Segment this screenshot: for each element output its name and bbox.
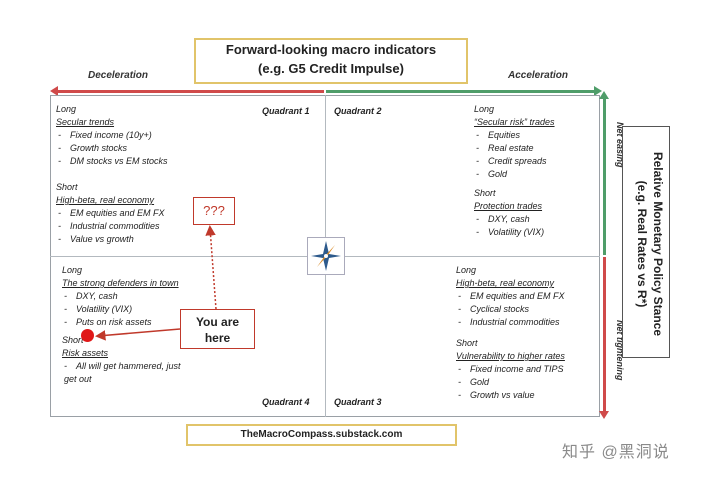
list-item: Volatility (VIX) <box>62 303 207 316</box>
position-dot <box>81 329 94 342</box>
q3-long-title: Long <box>456 265 477 275</box>
net-tightening-arrow <box>599 257 609 419</box>
q3-short-sub: Vulnerability to higher rates <box>456 351 565 361</box>
arrow-up-icon <box>599 91 609 99</box>
q1-short-sub: High-beta, real economy <box>56 195 155 205</box>
list-item: Equities <box>474 129 599 142</box>
here-line1: You are <box>195 315 240 329</box>
q1-short-title: Short <box>56 182 78 192</box>
list-item: Volatility (VIX) <box>474 226 599 239</box>
q1-long-sub: Secular trends <box>56 117 115 127</box>
list-item: Real estate <box>474 142 599 155</box>
you-are-here-box: You are here <box>180 309 255 349</box>
list-item: Gold <box>474 168 599 181</box>
q4-short-sub: Risk assets <box>62 348 109 358</box>
question-box: ??? <box>193 197 235 225</box>
list-item: Industrial commodities <box>456 316 598 329</box>
quadrant-2-label: Quadrant 2 <box>334 106 382 116</box>
list-item: DM stocks vs EM stocks <box>56 155 256 168</box>
q2-short-title: Short <box>474 188 496 198</box>
right-title-box <box>622 126 670 358</box>
list-item: Fixed income (10y+) <box>56 129 256 142</box>
top-title-line2: (e.g. G5 Credit Impulse) <box>258 61 404 76</box>
compass-icon <box>311 241 341 271</box>
quadrant-2-content: Long “Secular risk” trades Equities Real… <box>474 103 599 239</box>
quadrant-4-content: Long The strong defenders in town DXY, c… <box>62 264 207 386</box>
list-item: EM equities and EM FX <box>456 290 598 303</box>
watermark: 知乎 @黑洞说 <box>562 444 670 461</box>
list-item: All will get hammered, just get out <box>62 360 189 386</box>
footer-source-box: TheMacroCompass.substack.com <box>186 424 457 446</box>
arrow-down-icon <box>599 411 609 419</box>
quadrant-3-content: Long High-beta, real economy EM equities… <box>456 264 598 402</box>
list-item: Credit spreads <box>474 155 599 168</box>
quadrant-3-label: Quadrant 3 <box>334 397 382 407</box>
quadrant-4-label: Quadrant 4 <box>262 397 310 407</box>
quadrant-1-content: Long Secular trends Fixed income (10y+) … <box>56 103 256 246</box>
top-title-box: Forward-looking macro indicators (e.g. G… <box>194 38 468 84</box>
dotted-arrow <box>205 225 217 310</box>
pointer-arrow <box>95 328 181 341</box>
acceleration-label: Acceleration <box>508 70 569 81</box>
deceleration-label: Deceleration <box>88 70 149 81</box>
q4-short-title: Short <box>62 335 84 345</box>
list-item: DXY, cash <box>474 213 599 226</box>
list-item: Growth vs value <box>456 389 598 402</box>
q4-long-title: Long <box>62 265 83 275</box>
deceleration-arrow <box>50 86 324 96</box>
q2-short-sub: Protection trades <box>474 201 543 211</box>
list-item: Fixed income and TIPS <box>456 363 598 376</box>
q1-long-title: Long <box>56 104 77 114</box>
here-line2: here <box>204 331 231 345</box>
list-item: Industrial commodities <box>56 220 256 233</box>
list-item: EM equities and EM FX <box>56 207 256 220</box>
top-title-line1: Forward-looking macro indicators <box>225 42 437 57</box>
arrow-right-icon <box>594 86 602 96</box>
list-item: Puts on risk assets <box>62 316 207 329</box>
compass-logo <box>307 237 345 275</box>
net-easing-arrow <box>599 91 609 255</box>
q2-long-title: Long <box>474 104 495 114</box>
acceleration-arrow <box>326 86 602 96</box>
q4-long-sub: The strong defenders in town <box>62 278 179 288</box>
q3-short-title: Short <box>456 338 478 348</box>
q2-long-sub: “Secular risk” trades <box>474 117 555 127</box>
arrow-left-icon <box>50 86 58 96</box>
list-item: Growth stocks <box>56 142 256 155</box>
list-item: Value vs growth <box>56 233 256 246</box>
list-item: DXY, cash <box>62 290 207 303</box>
quadrant-1-label: Quadrant 1 <box>262 106 310 116</box>
list-item: Cyclical stocks <box>456 303 598 316</box>
q3-long-sub: High-beta, real economy <box>456 278 555 288</box>
list-item: Gold <box>456 376 598 389</box>
